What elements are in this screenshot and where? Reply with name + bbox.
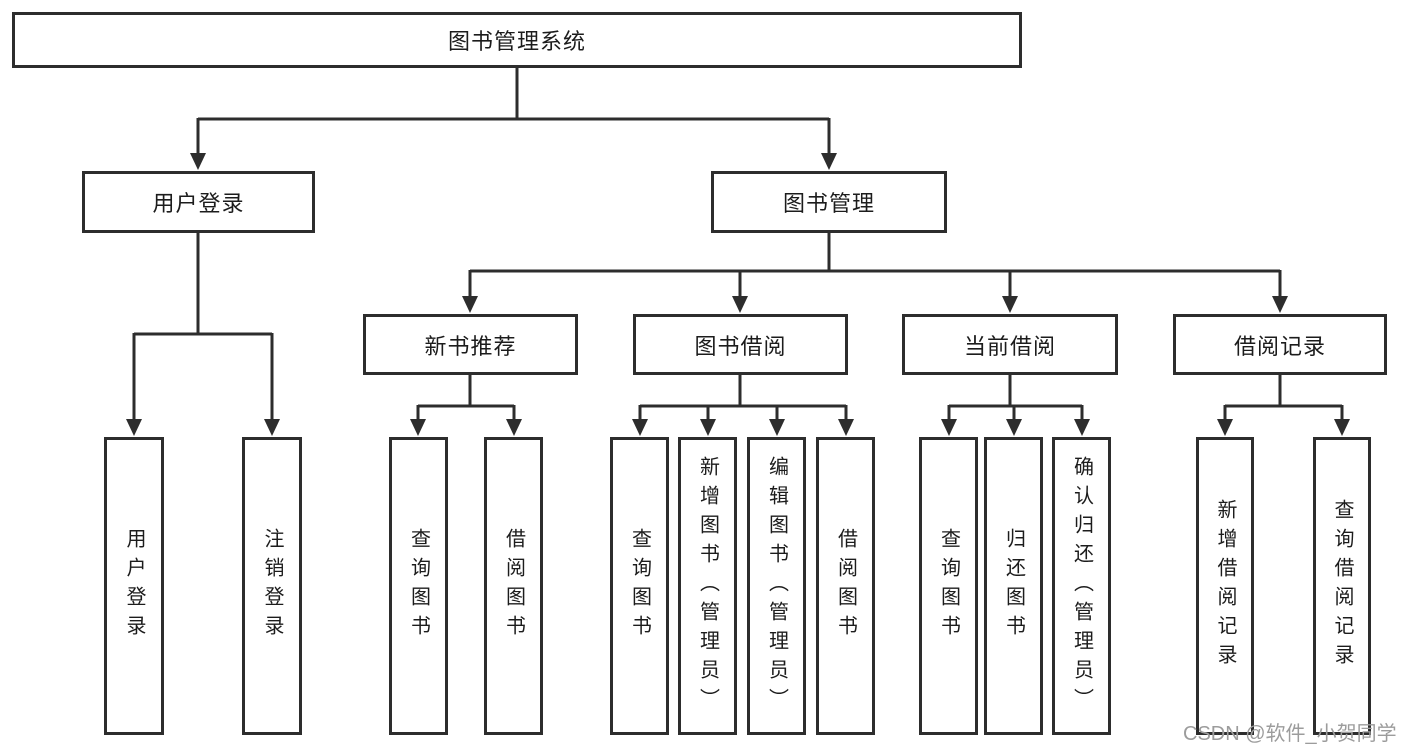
leaf-logout: 注销登录 [242,437,302,735]
leaf-cb-confirm-return-admin: 确认归还（管理员） [1052,437,1111,735]
node-book-management: 图书管理 [711,171,947,233]
node-book-borrowing: 图书借阅 [633,314,848,375]
node-new-book-recommend: 新书推荐 [363,314,578,375]
node-borrowing-records: 借阅记录 [1173,314,1387,375]
leaf-bb-edit-books-admin: 编辑图书（管理员） [747,437,806,735]
leaf-cb-return-books: 归还图书 [984,437,1043,735]
node-root-library-system: 图书管理系统 [12,12,1022,68]
leaf-cb-query-books: 查询图书 [919,437,978,735]
csdn-watermark: CSDN @软件_小贺同学 [1183,723,1397,745]
leaf-br-add-record: 新增借阅记录 [1196,437,1254,735]
node-current-borrowing: 当前借阅 [902,314,1118,375]
leaf-user-login: 用户登录 [104,437,164,735]
leaf-br-query-record: 查询借阅记录 [1313,437,1371,735]
leaf-nbr-borrow-books: 借阅图书 [484,437,543,735]
leaf-bb-borrow-books: 借阅图书 [816,437,875,735]
node-user-login: 用户登录 [82,171,315,233]
leaf-bb-query-books: 查询图书 [610,437,669,735]
leaf-nbr-query-books: 查询图书 [389,437,448,735]
leaf-bb-add-books-admin: 新增图书（管理员） [678,437,737,735]
